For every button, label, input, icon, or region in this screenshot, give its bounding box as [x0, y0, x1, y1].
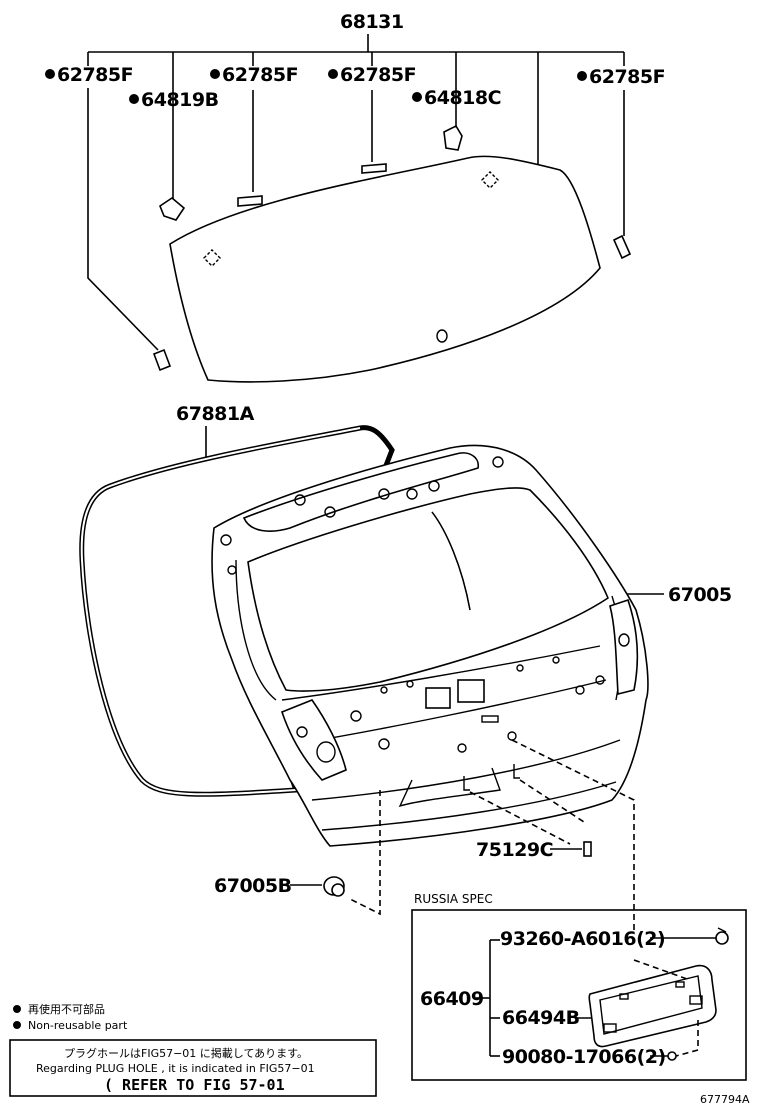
cushion-group: 67005B [214, 790, 381, 916]
figure-code: 677794A [700, 1093, 750, 1106]
label-67005[interactable]: 67005 [668, 584, 732, 606]
label-66494B[interactable]: 66494B [502, 1007, 580, 1029]
russia-spec-link [511, 739, 635, 934]
stopper-64819b-icon [159, 197, 186, 221]
legend-jp: 再使用不可部品 [28, 1002, 105, 1016]
back-door-panel-group: 67005 [211, 444, 732, 847]
label-67881A[interactable]: 67881A [176, 403, 255, 425]
glass-group: 68131 62785F 62785F 62785F 62785F 64819B… [45, 11, 666, 383]
mounting-hole-icon [220, 456, 605, 753]
back-door-window-opening [247, 487, 609, 692]
screw-icon [715, 927, 729, 945]
label-62785F-2[interactable]: 62785F [222, 64, 299, 86]
label-68131[interactable]: 68131 [340, 11, 404, 33]
license-plate-bracket[interactable] [588, 964, 717, 1048]
clip-icon [152, 163, 632, 372]
emblem-clip-icon [583, 841, 592, 857]
legend-en: Non-reusable part [28, 1019, 128, 1032]
label-62785F-3[interactable]: 62785F [340, 64, 417, 86]
russia-spec-box: RUSSIA SPEC 93260-A6016(2) 66409 66494B … [411, 892, 747, 1081]
emblem-clip-group: 75129C [469, 779, 592, 861]
label-93260-A6016[interactable]: 93260-A6016(2) [500, 928, 666, 950]
label-64818C[interactable]: 64818C [424, 87, 502, 109]
note-en: Regarding PLUG HOLE , it is indicated in… [36, 1062, 315, 1075]
label-90080-17066[interactable]: 90080-17066(2) [502, 1046, 666, 1068]
note-box: プラグホールはFIG57−01 に掲載してあります。 Regarding PLU… [9, 1039, 377, 1097]
label-62785F-1[interactable]: 62785F [57, 64, 134, 86]
russia-spec-title: RUSSIA SPEC [414, 892, 493, 906]
stopper-64818c-icon [443, 124, 463, 151]
label-62785F-4[interactable]: 62785F [589, 66, 666, 88]
label-64819B[interactable]: 64819B [141, 89, 219, 111]
legend: 再使用不可部品 Non-reusable part [13, 1002, 128, 1032]
label-66409[interactable]: 66409 [420, 988, 484, 1010]
label-75129C[interactable]: 75129C [476, 839, 554, 861]
label-67005B[interactable]: 67005B [214, 875, 292, 897]
note-ref[interactable]: ( REFER TO FIG 57-01 [104, 1076, 285, 1094]
cushion-icon [323, 876, 345, 897]
back-door-glass[interactable] [169, 155, 601, 383]
note-jp: プラグホールはFIG57−01 に掲載してあります。 [64, 1046, 308, 1060]
clip-nut-icon [667, 1051, 677, 1061]
